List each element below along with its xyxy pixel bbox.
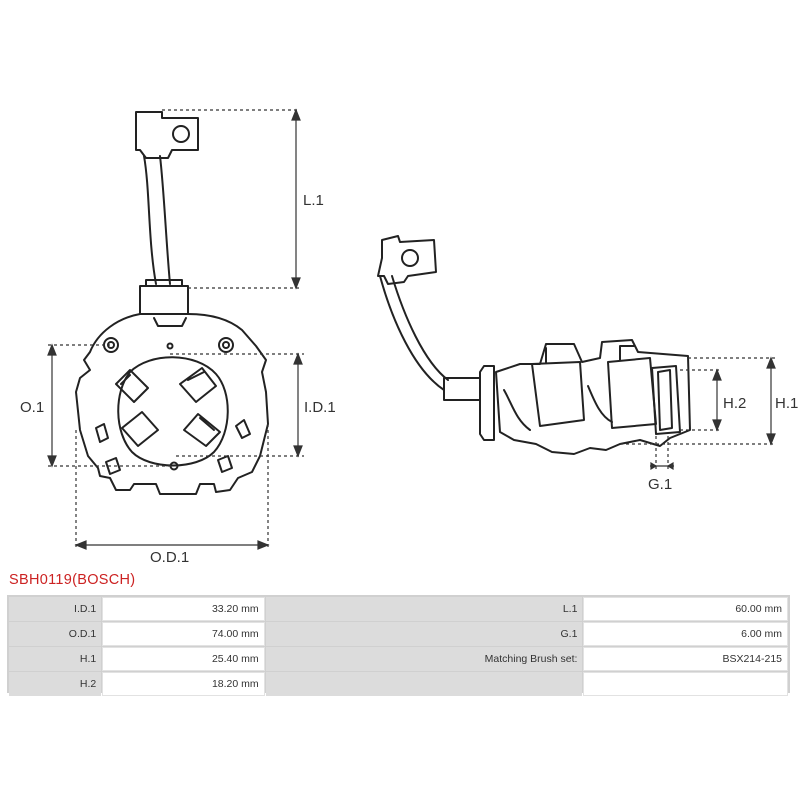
- front-view: [75, 111, 269, 495]
- spec-label: I.D.1: [9, 597, 102, 621]
- dim-label-l1: L.1: [303, 192, 324, 209]
- spec-label: G.1: [265, 622, 583, 646]
- front-terminal-lug: [135, 111, 199, 159]
- table-row: O.D.1 74.00 mm G.1 6.00 mm: [9, 622, 788, 646]
- front-connector: [139, 279, 189, 315]
- spec-label-empty: [265, 672, 583, 696]
- spec-label: L.1: [265, 597, 583, 621]
- dim-label-od1: O.D.1: [150, 549, 189, 566]
- table-row: H.2 18.20 mm: [9, 672, 788, 696]
- technical-drawing: L.1 O.1 I.D.1 O.D.1 H.1 H.2 G.1: [20, 108, 798, 566]
- front-brush-holder-bl: [121, 411, 159, 447]
- front-terminal-hole: [172, 125, 190, 143]
- spec-label: H.2: [9, 672, 102, 696]
- spec-label: O.D.1: [9, 622, 102, 646]
- spec-label: Matching Brush set:: [265, 647, 583, 671]
- table-row: H.1 25.40 mm Matching Brush set: BSX214-…: [9, 647, 788, 671]
- front-brush-holder-tl: [115, 369, 149, 403]
- dim-label-id1: I.D.1: [304, 399, 336, 416]
- front-inner-circle: [117, 356, 229, 467]
- spec-value: BSX214-215: [583, 647, 788, 671]
- front-brush-holder-tr: [179, 367, 217, 403]
- spec-value: 18.20 mm: [102, 672, 265, 696]
- spec-value: 33.20 mm: [102, 597, 265, 621]
- dim-label-g1: G.1: [648, 476, 672, 493]
- side-terminal-hole: [401, 249, 419, 267]
- front-brush-holder-br: [183, 413, 221, 447]
- side-view: [377, 235, 691, 455]
- side-terminal-lug: [377, 235, 437, 285]
- dim-label-o1: O.1: [20, 399, 44, 416]
- side-brush-box-1: [531, 347, 585, 427]
- front-screw-hole-left: [103, 337, 119, 353]
- table-row: I.D.1 33.20 mm L.1 60.00 mm: [9, 597, 788, 621]
- side-brush-box-2: [607, 345, 657, 429]
- spec-value: 6.00 mm: [583, 622, 788, 646]
- front-screw-hole-right: [218, 337, 234, 353]
- dim-label-h1: H.1: [775, 395, 798, 412]
- side-brush-box-3: [651, 365, 681, 435]
- spec-value-empty: [583, 672, 788, 696]
- spec-value: 25.40 mm: [102, 647, 265, 671]
- side-connector: [443, 365, 495, 441]
- side-base: [495, 339, 691, 455]
- dim-label-h2: H.2: [723, 395, 746, 412]
- spec-value: 60.00 mm: [583, 597, 788, 621]
- spec-label: H.1: [9, 647, 102, 671]
- side-wire: [379, 275, 449, 391]
- part-title: SBH0119(BOSCH): [9, 572, 136, 588]
- spec-value: 74.00 mm: [102, 622, 265, 646]
- spec-table: I.D.1 33.20 mm L.1 60.00 mm O.D.1 74.00 …: [8, 596, 789, 697]
- front-wire: [143, 155, 171, 285]
- front-center-top-dot: [166, 342, 174, 350]
- front-plate-outline: [75, 313, 269, 495]
